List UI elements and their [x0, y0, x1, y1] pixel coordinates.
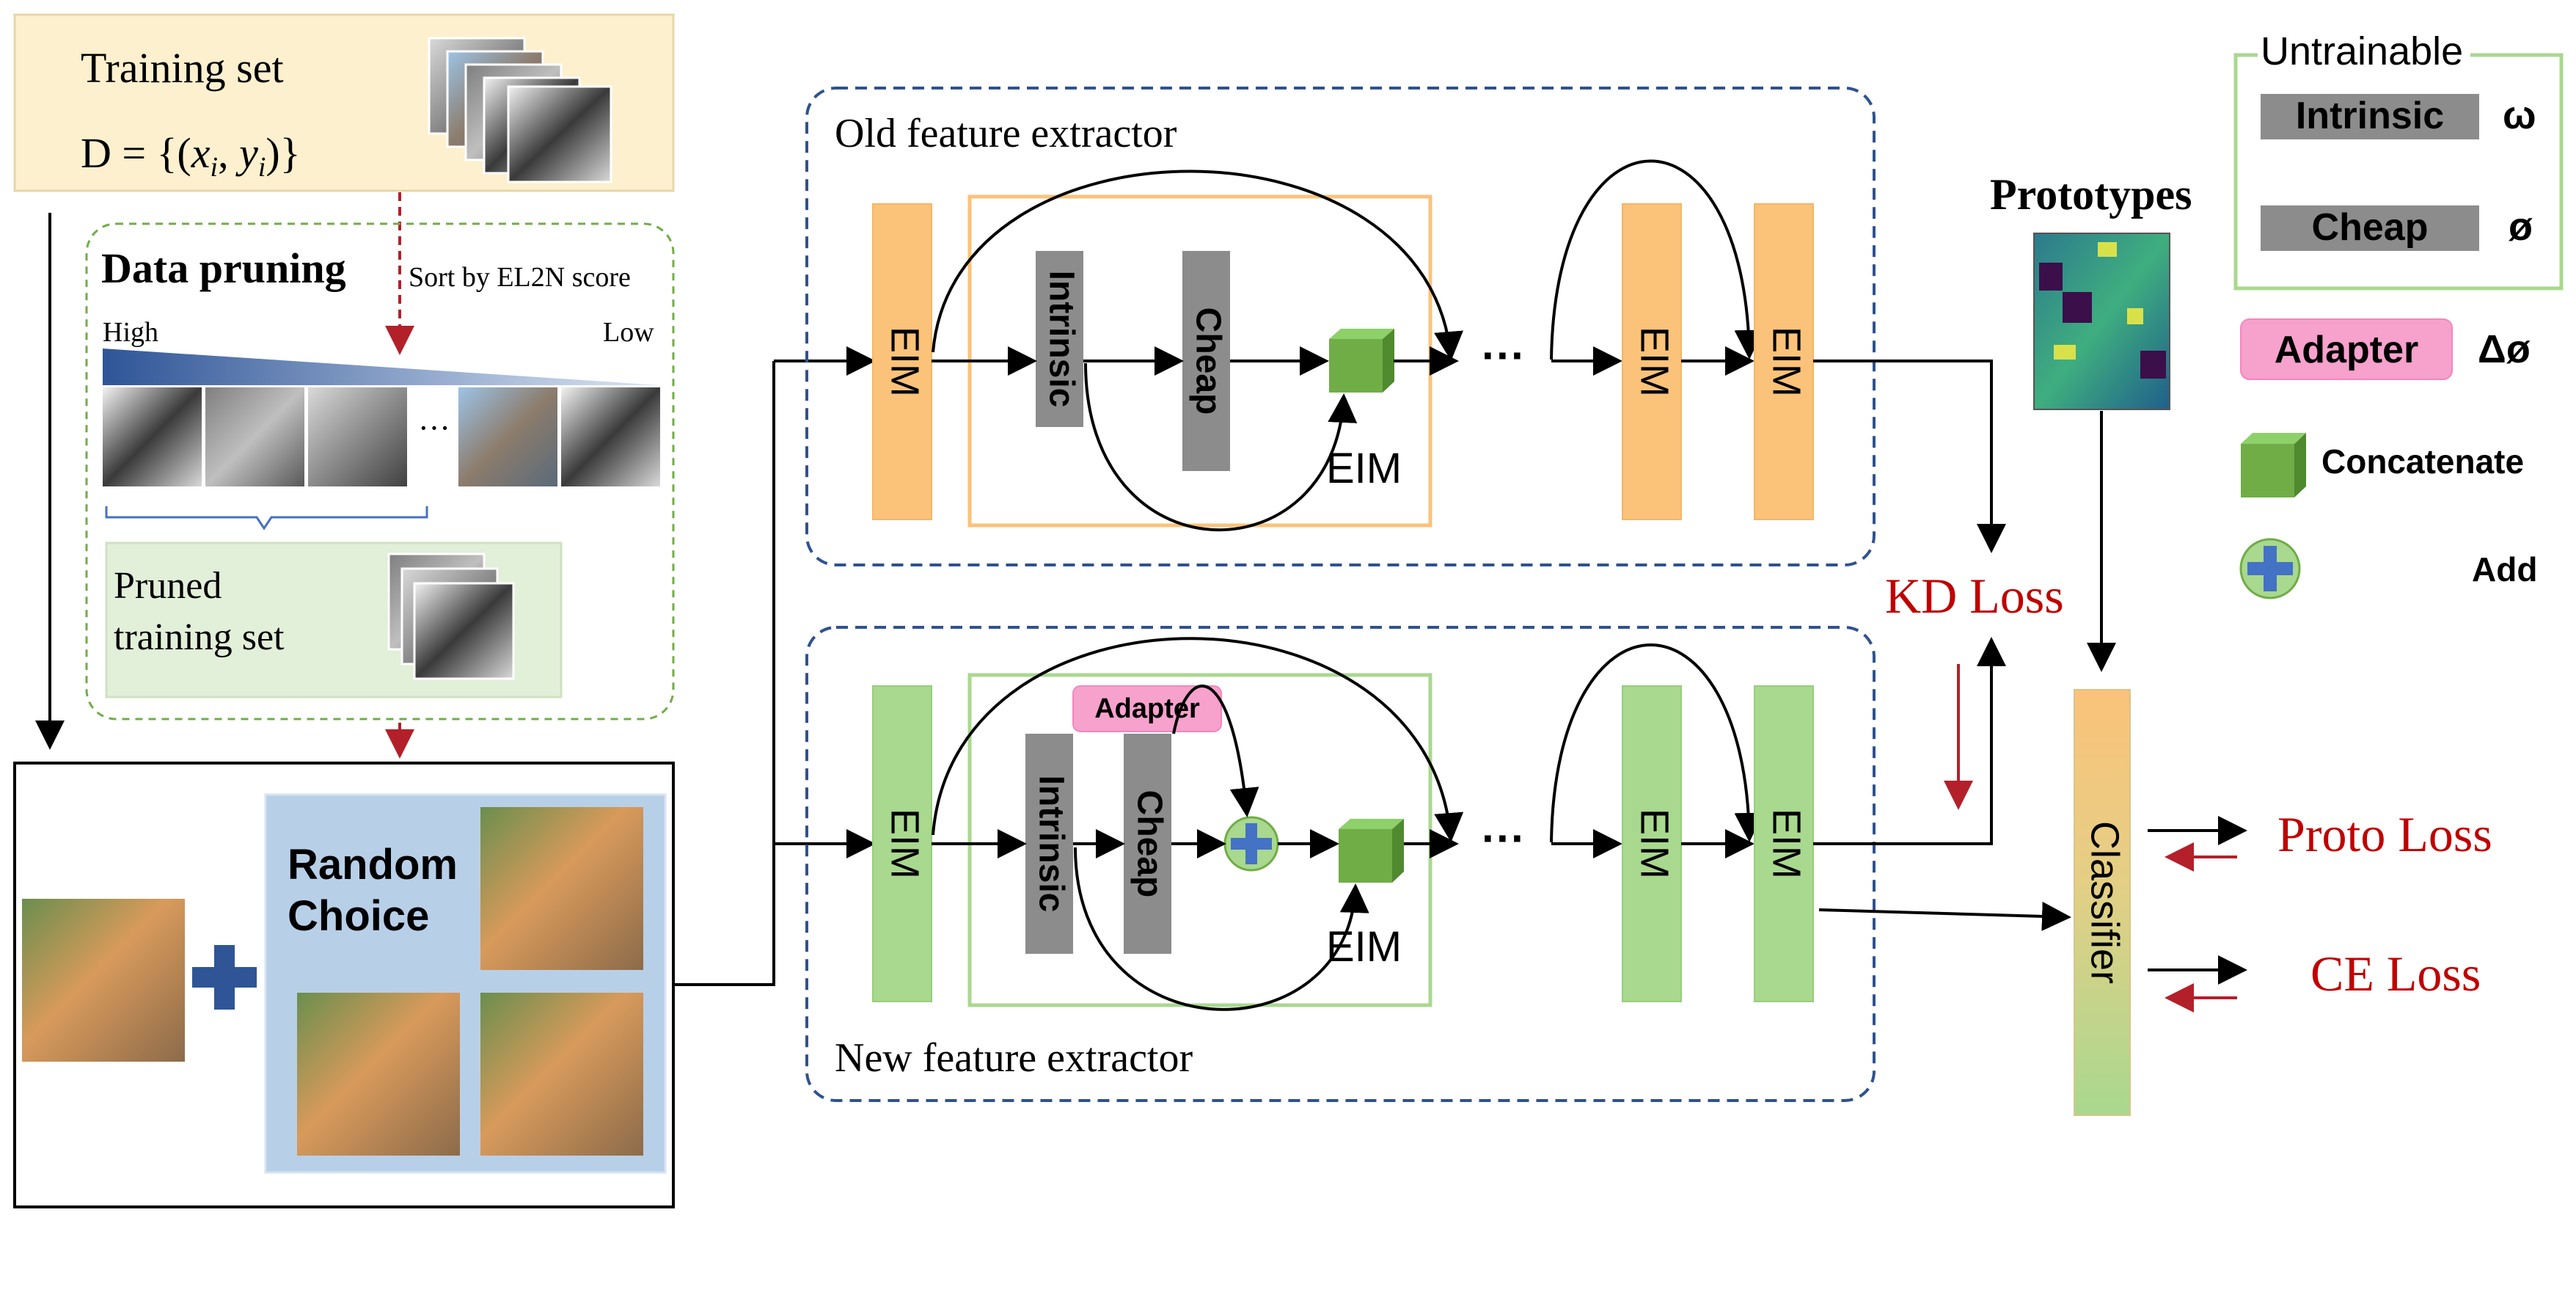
pruned-set-line2: training set: [114, 616, 285, 658]
old-cheap-block: [1182, 251, 1230, 471]
output-connectors: [1813, 360, 2247, 1013]
selection-brace: [105, 506, 428, 530]
legend-add-label: Add: [2472, 550, 2537, 588]
legend: Untrainable Intrinsic ω Cheap ø Adapter …: [2233, 29, 2564, 599]
old-intrinsic-label: Intrinsic: [1042, 271, 1080, 408]
training-set-title: Training set: [81, 44, 284, 92]
new-adapter-block: [1072, 685, 1222, 732]
old-concat-cube: [1329, 329, 1394, 393]
old-eim-block-1: [872, 203, 932, 520]
old-eim-block-2: [1622, 203, 1682, 520]
new-skip-arc-large: [932, 637, 1464, 842]
training-images-stack: [428, 37, 612, 183]
legend-cheap-label: Cheap: [2312, 206, 2429, 249]
legend-intrinsic-label: Intrinsic: [2296, 95, 2444, 137]
classifier-block: [2074, 689, 2131, 1116]
sort-by-label: Sort by EL2N score: [409, 262, 631, 293]
score-high-label: High: [103, 317, 158, 348]
old-eim-block-3: [1754, 203, 1814, 520]
random-choice-line2: Choice: [288, 892, 429, 940]
legend-intrinsic-symbol: ω: [2503, 93, 2536, 137]
augmentation-panel: Random Choice: [13, 762, 675, 1208]
old-eim-block-2-label: EIM: [1633, 326, 1677, 397]
training-set-formula: D = {(xi, yi)}: [81, 129, 301, 183]
new-intrinsic-block: [1025, 734, 1073, 954]
old-ellipsis: ···: [1482, 331, 1526, 380]
legend-adapter-swatch: [2240, 318, 2453, 380]
prototypes-map: [2033, 233, 2170, 410]
pruned-set-line1: Pruned: [114, 565, 222, 607]
new-adapter-arc: [1172, 685, 1259, 817]
legend-concat-label: Concatenate: [2321, 442, 2524, 481]
augmented-image-3: [480, 993, 643, 1156]
old-feature-extractor: Old feature extractor EIM Intrinsic Chea…: [805, 87, 1876, 566]
new-eim-block-2: [1622, 685, 1682, 1002]
new-eim-block-3-label: EIM: [1765, 809, 1809, 879]
new-cheap-label: Cheap: [1130, 790, 1168, 898]
plus-symbol: [192, 945, 257, 1010]
data-pruning-title: Data pruning: [101, 244, 346, 292]
pruned-images-stack: [387, 552, 515, 680]
classifier-label: Classifier: [2083, 821, 2127, 984]
new-eim-block-1-label: EIM: [883, 809, 927, 879]
new-skip-arc-tail: [1550, 643, 1764, 843]
legend-intrinsic-swatch: [2261, 94, 2479, 139]
new-intrinsic-label: Intrinsic: [1031, 776, 1070, 913]
sorted-images-row: [103, 387, 660, 486]
legend-add-icon: [2239, 538, 2301, 599]
sorted-images-ellipsis: ···: [418, 410, 450, 446]
old-cheap-label: Cheap: [1188, 307, 1227, 415]
new-eim-block-2-label: EIM: [1633, 809, 1677, 879]
old-skip-arc-tail: [1550, 159, 1764, 360]
legend-adapter-symbol: Δø: [2478, 327, 2531, 371]
new-adapter-label: Adapter: [1094, 693, 1200, 724]
untrainable-title: Untrainable: [2261, 29, 2463, 73]
old-intrinsic-block: [1036, 251, 1083, 427]
new-ellipsis: ···: [1482, 814, 1526, 863]
old-skip-arc-lower: [1084, 362, 1358, 532]
augmented-image-2: [297, 993, 460, 1156]
score-gradient-bar: [103, 349, 660, 385]
new-feature-extractor: New feature extractor EIM Adapter Intrin…: [805, 626, 1876, 1102]
input-cat-image: [22, 899, 185, 1062]
new-extractor-title: New feature extractor: [835, 1035, 1193, 1081]
old-eim-module-label: EIM: [1326, 445, 1402, 492]
random-choice-line1: Random: [288, 841, 458, 889]
new-cheap-block: [1124, 734, 1171, 954]
training-set-panel: Training set D = {(xi, yi)}: [13, 13, 675, 192]
old-eim-block-3-label: EIM: [1765, 326, 1809, 397]
old-eim-block-1-label: EIM: [883, 326, 927, 397]
input-connectors: [673, 346, 876, 986]
legend-cheap-swatch: [2261, 205, 2479, 251]
old-skip-arc-large: [932, 169, 1463, 361]
legend-concat-cube-icon: [2241, 433, 2306, 497]
ce-loss-label: CE Loss: [2310, 946, 2481, 1002]
kd-loss-label: KD Loss: [1885, 568, 2064, 624]
proto-loss-label: Proto Loss: [2277, 806, 2492, 862]
old-extractor-title: Old feature extractor: [835, 111, 1177, 156]
new-concat-cube: [1339, 819, 1404, 883]
augmented-image-1: [480, 807, 643, 970]
new-eim-module-label: EIM: [1326, 923, 1402, 971]
new-skip-arc-lower: [1074, 847, 1369, 1011]
legend-adapter-label: Adapter: [2275, 329, 2418, 371]
score-low-label: Low: [603, 317, 654, 348]
legend-cheap-symbol: ø: [2509, 205, 2533, 249]
prototypes-title: Prototypes: [1990, 170, 2192, 219]
prototypes-panel: Prototypes: [1990, 170, 2192, 410]
untrainable-legend-box: [2233, 53, 2564, 291]
new-add-icon: [1223, 816, 1279, 872]
data-pruning-panel: Data pruning Sort by EL2N score High Low…: [85, 222, 675, 721]
